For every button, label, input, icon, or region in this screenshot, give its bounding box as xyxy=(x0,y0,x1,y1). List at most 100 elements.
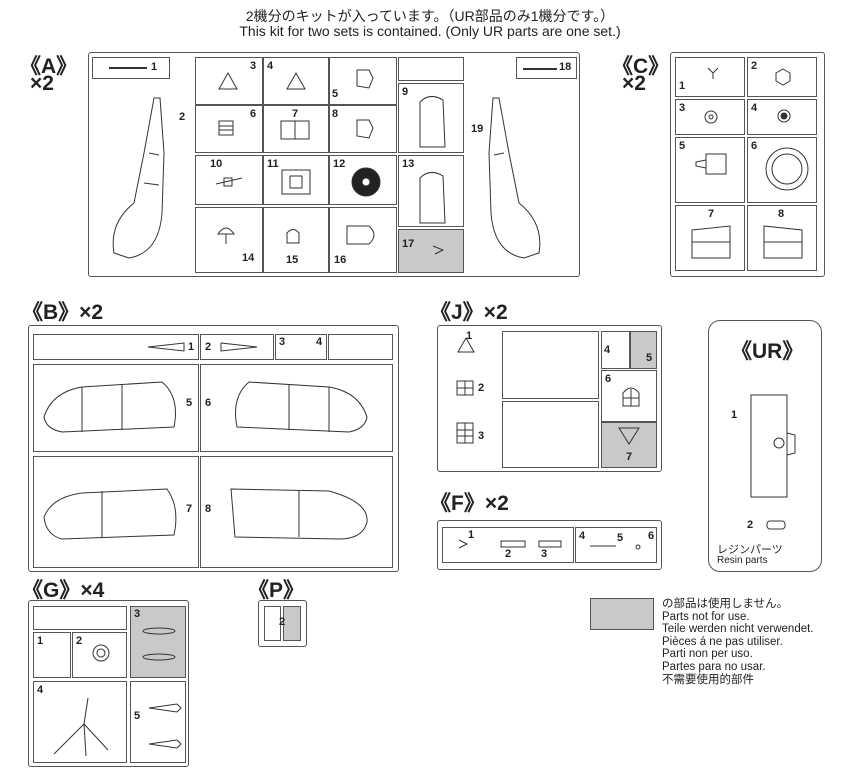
part-b8-cell: 8 xyxy=(200,456,393,568)
part-number: 19 xyxy=(471,123,484,135)
legend-line: Parts not for use. xyxy=(662,610,750,623)
sprue-a: 1 2 3 4 5 6 7 8 10 11 12 14 15 16 9 13 1… xyxy=(88,52,580,277)
part-g1-cell: 1 xyxy=(33,632,71,678)
part-a17-cell-not-used: 17 xyxy=(398,229,464,273)
section-p-label: 《P》 xyxy=(248,579,305,602)
sprue-j: 1 2 3 4 5 6 7 xyxy=(437,325,662,472)
part-number: 3 xyxy=(250,60,257,72)
part-b5-cell: 5 xyxy=(33,364,199,452)
part-number: 12 xyxy=(333,158,346,170)
part-number: 1 xyxy=(679,80,686,92)
section-a-qty: ×2 xyxy=(30,72,54,95)
part-number: 6 xyxy=(751,140,758,152)
part-number: 17 xyxy=(402,238,415,250)
section-c-label: 《C》 xyxy=(612,55,670,78)
part-number: 2 xyxy=(76,635,83,647)
part-number: 5 xyxy=(679,140,686,152)
sprue-g: 3 1 2 4 5 xyxy=(28,600,189,767)
part-j1-drawing xyxy=(457,336,475,353)
legend-line: 不需要使用的部件 xyxy=(662,673,754,686)
part-b1-cell: 1 xyxy=(33,334,199,360)
part-a13-cell: 13 xyxy=(398,155,464,227)
legend-line: Teile werden nicht verwendet. xyxy=(662,623,814,636)
section-b-label: 《B》×2 xyxy=(22,301,104,324)
part-c1-cell: 1 xyxy=(675,57,745,97)
sprue-c: 1 2 3 4 5 6 7 8 xyxy=(670,52,825,277)
legend-line: Parti non per uso. xyxy=(662,648,753,661)
part-a12-cell: 12 xyxy=(329,155,397,205)
part-number: 7 xyxy=(708,208,715,220)
part-number: 7 xyxy=(186,503,193,515)
part-a18-cell: 18 xyxy=(516,57,577,79)
part-g3-cell-not-used: 3 xyxy=(130,606,186,678)
part-number: 9 xyxy=(402,86,409,98)
section-g-label: 《G》×4 xyxy=(22,579,105,602)
part-number: 15 xyxy=(286,254,299,266)
part-b7-cell: 7 xyxy=(33,456,199,568)
part-number: 2 xyxy=(751,60,758,72)
empty-cell xyxy=(502,331,599,399)
part-number: 7 xyxy=(292,108,299,120)
part-number: 10 xyxy=(210,158,223,170)
part-a16-cell: 16 xyxy=(329,207,397,273)
part-number: 1 xyxy=(151,61,158,73)
part-p2-cell xyxy=(264,606,281,641)
part-a8-cell: 8 xyxy=(329,105,397,153)
legend-line: Pièces á ne pas utiliser. xyxy=(662,635,783,648)
part-number: 4 xyxy=(316,336,323,348)
part-number: 8 xyxy=(778,208,785,220)
header-ja: 2機分のキットが入っています。（UR部品のみ1機分です。） xyxy=(245,8,615,24)
resin-caption-en: Resin parts xyxy=(717,555,768,566)
part-a14-cell: 14 xyxy=(195,207,263,273)
sprue-f: 1 2 3 4 5 6 xyxy=(437,520,662,570)
part-c5-cell: 5 xyxy=(675,137,745,203)
part-a5-cell: 5 xyxy=(329,57,397,105)
part-number: 2 xyxy=(205,341,212,353)
part-number: 3 xyxy=(279,336,286,348)
part-a3-cell: 3 xyxy=(195,57,263,105)
part-number: 3 xyxy=(541,548,548,560)
part-a9-cell: 9 xyxy=(398,83,464,153)
part-number: 2 xyxy=(179,111,186,123)
section-f-label: 《F》×2 xyxy=(430,492,509,515)
part-a6-cell: 6 xyxy=(195,105,263,153)
part-a15-cell: 15 xyxy=(263,207,329,273)
legend-line: の部品は使用しません。 xyxy=(662,598,789,610)
part-g4-cell: 4 xyxy=(33,681,127,763)
fuselage-left-drawing xyxy=(112,97,165,259)
part-number: 4 xyxy=(579,530,586,542)
part-number: 8 xyxy=(332,108,339,120)
part-number: 7 xyxy=(626,451,633,463)
part-a1-cell xyxy=(92,57,170,79)
part-number: 11 xyxy=(267,158,279,170)
part-number: 1 xyxy=(468,529,475,541)
part-c3-cell: 3 xyxy=(675,99,745,135)
resin-caption-ja: レジンパーツ xyxy=(717,544,783,556)
part-c4-cell: 4 xyxy=(747,99,817,135)
part-a11-cell: 11 xyxy=(263,155,329,205)
section-ur-label: 《UR》 xyxy=(731,340,804,363)
fuselage-right-drawing xyxy=(488,97,541,259)
part-number: 5 xyxy=(134,710,141,722)
part-number: 4 xyxy=(604,344,611,356)
part-j3-drawing xyxy=(456,422,474,444)
header-en: This kit for two sets is contained. (Onl… xyxy=(239,23,621,39)
part-number: 1 xyxy=(188,341,195,353)
part-number: 18 xyxy=(559,61,572,73)
part-a7-cell: 7 xyxy=(263,105,329,153)
empty-cell xyxy=(328,334,393,360)
part-number: 13 xyxy=(402,158,415,170)
part-number: 16 xyxy=(334,254,347,266)
part-j6-cell: 6 xyxy=(601,370,657,422)
resin-parts-box: 《UR》 1 2 レジンパーツ Resin parts xyxy=(708,320,822,572)
part-number: 6 xyxy=(605,373,612,385)
part-number: 14 xyxy=(242,252,255,264)
part-number: 6 xyxy=(648,530,655,542)
part-number: 1 xyxy=(37,635,44,647)
part-c6-cell: 6 xyxy=(747,137,817,203)
part-b6-cell: 6 xyxy=(200,364,393,452)
part-g5-cell: 5 xyxy=(130,681,186,763)
